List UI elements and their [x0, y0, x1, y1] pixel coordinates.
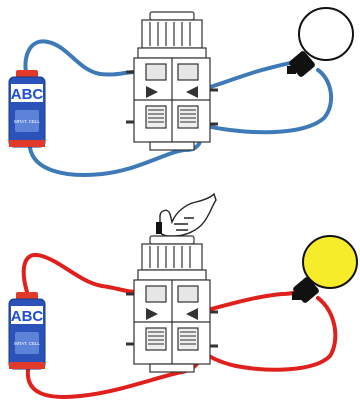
wire-battery-bottom-to-switch [28, 138, 202, 177]
battery-icon: ABC ΜΠΑΤ. CELL [8, 292, 46, 370]
wire-battery-top-to-switch [23, 39, 138, 80]
push-switch-icon [126, 235, 218, 373]
wire-lamp-to-switch [198, 68, 334, 135]
battery-cell-label: ΜΠΑΤ. CELL [14, 341, 40, 346]
battery-icon: ABC ΜΠΑΤ. CELL [8, 70, 46, 148]
circuit-panel-on: ABC ΜΠΑΤ. CELL [8, 192, 358, 399]
lamp-icon [287, 7, 354, 77]
lamp-icon [292, 235, 358, 303]
wire-switch-to-lamp [198, 60, 302, 92]
push-switch-icon [126, 11, 218, 151]
battery-cell-label: ΜΠΑΤ. CELL [14, 119, 40, 124]
wire-battery-top-to-switch [21, 252, 138, 294]
wire-lamp-to-switch [198, 296, 338, 372]
battery-brand-text: ABC [11, 86, 44, 103]
battery-brand-text: ABC [11, 308, 44, 325]
pressing-hand-icon [156, 192, 217, 237]
circuit-panel-off: ABC ΜΠΑΤ. CELL [8, 7, 354, 177]
wire-switch-to-lamp [198, 288, 302, 314]
